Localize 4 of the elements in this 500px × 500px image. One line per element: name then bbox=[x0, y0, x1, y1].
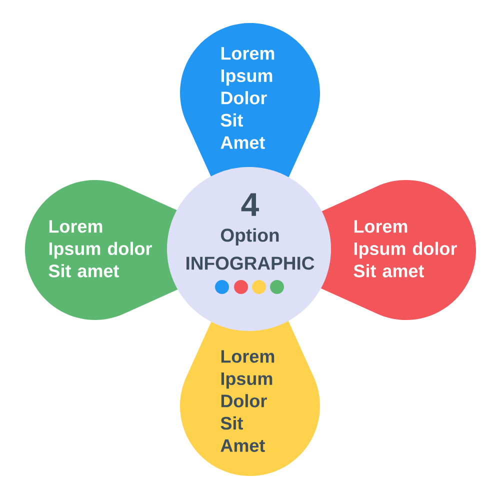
petal: Lorem Ipsum dolor Sit amet bbox=[320, 180, 476, 320]
petal: Lorem Ipsum Dolor Sit Amet bbox=[180, 23, 320, 178]
petal: Lorem Ipsum Dolor Sit Amet bbox=[180, 320, 320, 476]
petal: Lorem Ipsum dolor Sit amet bbox=[25, 180, 178, 320]
